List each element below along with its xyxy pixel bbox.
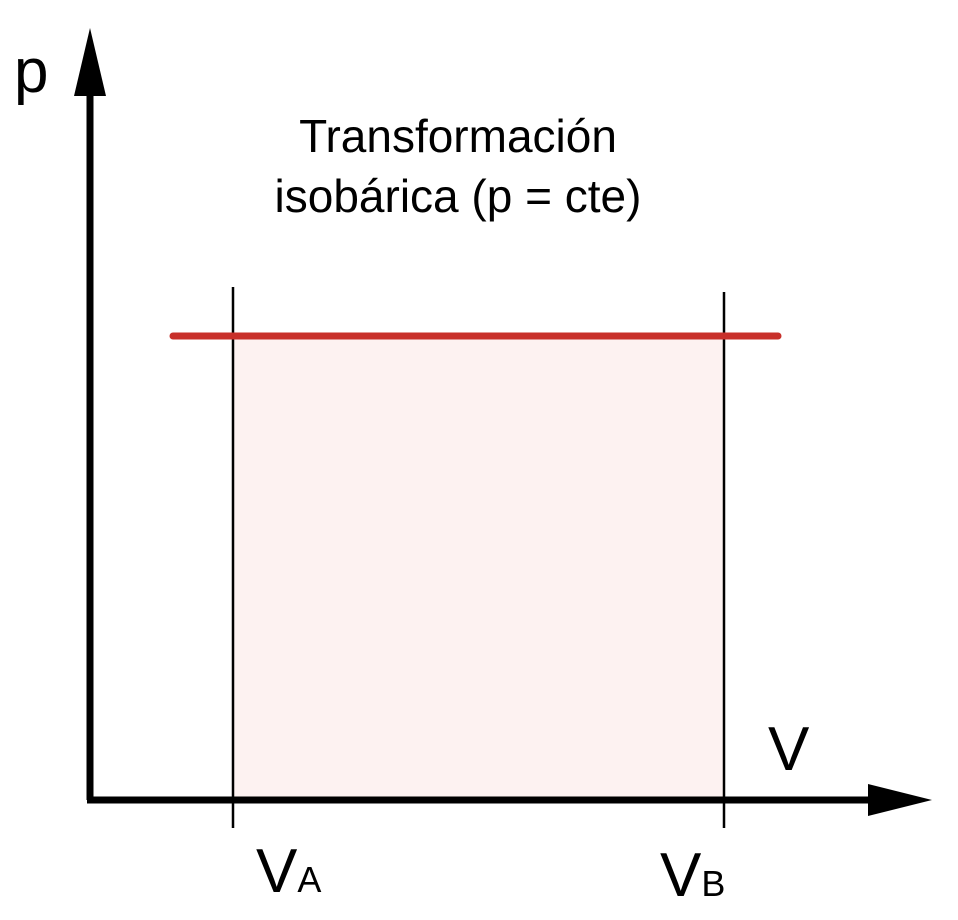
y-axis-label: p bbox=[14, 37, 48, 106]
work-area bbox=[233, 336, 724, 800]
diagram-title-line2: isobárica (p = cte) bbox=[275, 170, 642, 222]
x-axis-arrowhead bbox=[868, 784, 932, 816]
va-label-sub: A bbox=[297, 859, 321, 900]
vb-label-sub: B bbox=[701, 863, 725, 904]
diagram-title-line1: Transformación bbox=[299, 110, 617, 162]
y-axis-arrowhead bbox=[74, 28, 106, 96]
va-label: VA bbox=[256, 837, 321, 906]
vb-label-main: V bbox=[660, 841, 702, 910]
vb-label: VB bbox=[660, 841, 725, 910]
va-label-main: V bbox=[256, 837, 298, 906]
x-axis-label: V bbox=[768, 715, 810, 784]
